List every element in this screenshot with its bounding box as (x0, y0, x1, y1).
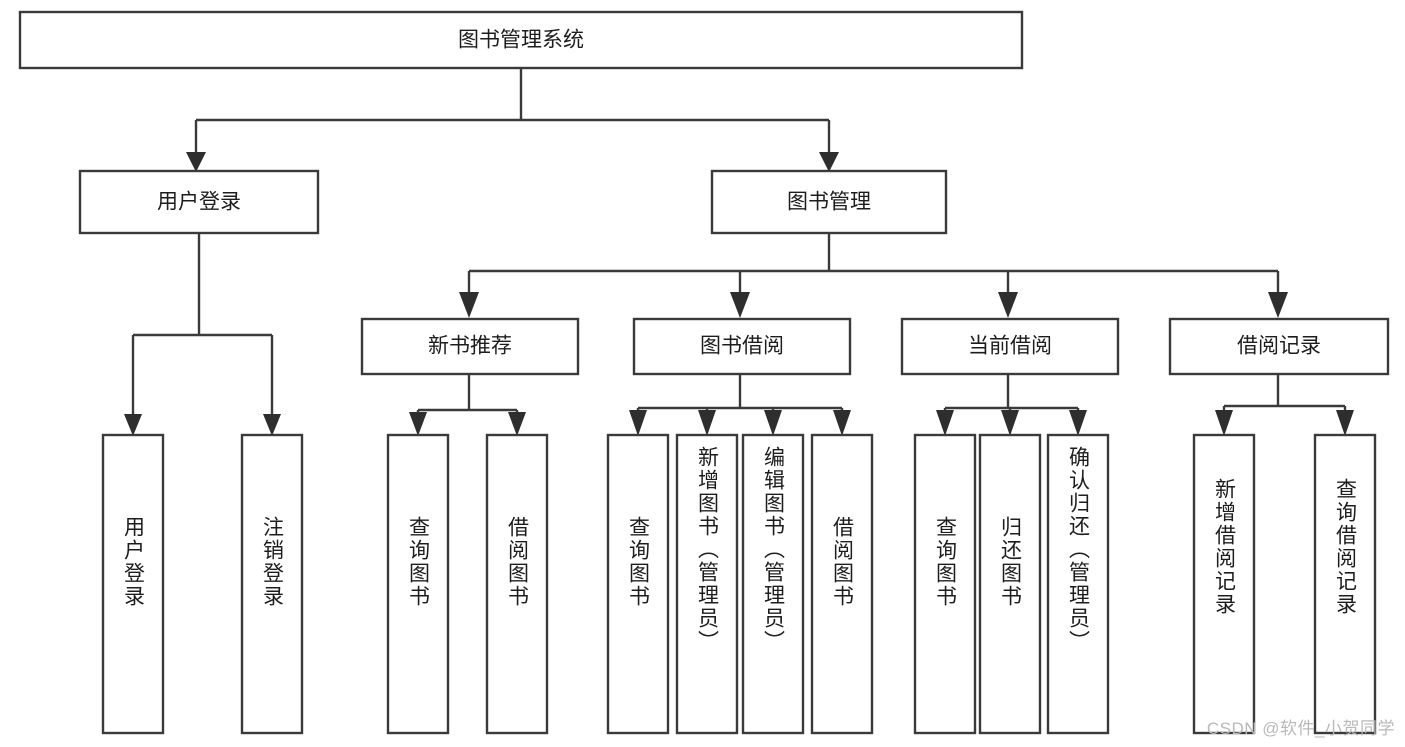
node-borrow-record-box[interactable] (1168, 317, 1390, 376)
arrowhead-user-login (186, 152, 206, 172)
node-leaf-query-borrow-record-label: 查询借阅记录 (1334, 478, 1358, 616)
node-leaf-add-borrow-record-label: 新增借阅记录 (1213, 478, 1237, 616)
arrowhead-leaf-query-books-current (936, 410, 954, 436)
node-leaf-add-borrow-record[interactable]: 新增借阅记录 (1192, 433, 1256, 735)
arrowhead-leaf-logout-login (263, 414, 281, 436)
node-user-login-box[interactable] (78, 169, 320, 235)
node-leaf-query-books-rec-box[interactable] (386, 433, 450, 735)
node-book-borrow-box[interactable] (632, 317, 852, 376)
node-root-label: 图书管理系统 (458, 29, 584, 52)
node-leaf-query-books-rec[interactable]: 查询图书 (386, 433, 450, 735)
node-leaf-add-book-admin-label: 新增图书（管理员） (696, 446, 720, 653)
node-book-borrow-label: 图书借阅 (700, 335, 784, 358)
arrowhead-book-manage (819, 152, 839, 172)
arrowhead-book-borrow (730, 292, 750, 318)
arrowhead-leaf-edit-book-admin (764, 410, 782, 436)
arrowhead-leaf-user-login (124, 414, 142, 436)
node-borrow-record-label: 借阅记录 (1237, 335, 1321, 358)
node-leaf-confirm-return-admin-label: 确认归还（管理员） (1067, 446, 1091, 653)
connectors-layer (124, 68, 1354, 436)
node-leaf-query-books-current-box[interactable] (913, 433, 977, 735)
leaf-nodes-layer: 用户登录 注销登录 查询图书 借阅图书 查询图书 新增图书（管理员） (101, 433, 1377, 735)
node-root[interactable]: 图书管理系统 (18, 10, 1024, 70)
node-leaf-borrow-books-rec-label: 借阅图书 (506, 516, 530, 608)
node-leaf-query-books-borrow-label: 查询图书 (627, 516, 651, 608)
arrowhead-leaf-borrow-books-rec (508, 412, 526, 436)
node-leaf-query-borrow-record[interactable]: 查询借阅记录 (1313, 433, 1377, 735)
node-leaf-user-login[interactable]: 用户登录 (101, 433, 165, 735)
node-borrow-record[interactable]: 借阅记录 (1168, 317, 1390, 376)
node-new-book-recommend-label: 新书推荐 (428, 335, 512, 358)
node-leaf-logout-login-box[interactable] (240, 433, 304, 735)
node-leaf-query-books-current-label: 查询图书 (934, 516, 958, 608)
arrowhead-borrow-record (1268, 292, 1288, 318)
node-leaf-add-book-admin-box[interactable] (675, 433, 739, 735)
arrowhead-leaf-add-book-admin (698, 410, 716, 436)
node-root-box[interactable] (18, 10, 1024, 70)
node-leaf-return-books[interactable]: 归还图书 (978, 433, 1042, 735)
node-book-manage-box[interactable] (710, 169, 948, 235)
node-leaf-borrow-books-box[interactable] (810, 433, 874, 735)
node-leaf-borrow-books-label: 借阅图书 (831, 516, 855, 608)
arrowhead-leaf-query-books-rec (409, 412, 427, 436)
node-leaf-logout-login-label: 注销登录 (261, 516, 285, 608)
node-leaf-confirm-return-admin[interactable]: 确认归还（管理员） (1046, 433, 1110, 735)
node-book-manage-label: 图书管理 (787, 191, 871, 214)
node-leaf-borrow-books-rec-box[interactable] (485, 433, 549, 735)
node-leaf-query-books-borrow-box[interactable] (606, 433, 670, 735)
node-leaf-edit-book-admin-box[interactable] (741, 433, 805, 735)
node-leaf-edit-book-admin-label: 编辑图书（管理员） (762, 446, 786, 653)
node-leaf-return-books-label: 归还图书 (999, 516, 1023, 608)
node-user-login[interactable]: 用户登录 (78, 169, 320, 235)
node-leaf-query-books-current[interactable]: 查询图书 (913, 433, 977, 735)
node-current-borrow-box[interactable] (900, 317, 1120, 376)
node-leaf-query-books-borrow[interactable]: 查询图书 (606, 433, 670, 735)
node-leaf-user-login-box[interactable] (101, 433, 165, 735)
node-user-login-label: 用户登录 (157, 191, 241, 214)
node-leaf-add-book-admin[interactable]: 新增图书（管理员） (675, 433, 739, 735)
arrowhead-leaf-confirm-return-admin (1069, 410, 1087, 436)
node-leaf-borrow-books[interactable]: 借阅图书 (810, 433, 874, 735)
node-book-borrow[interactable]: 图书借阅 (632, 317, 852, 376)
node-leaf-edit-book-admin[interactable]: 编辑图书（管理员） (741, 433, 805, 735)
arrowhead-leaf-add-borrow-record (1215, 410, 1233, 436)
arrowhead-leaf-query-books-borrow (629, 410, 647, 436)
node-book-manage[interactable]: 图书管理 (710, 169, 948, 235)
arrowhead-new-book-recommend (459, 292, 479, 318)
node-new-book-recommend-box[interactable] (360, 317, 580, 376)
node-leaf-confirm-return-admin-box[interactable] (1046, 433, 1110, 735)
node-leaf-logout-login[interactable]: 注销登录 (240, 433, 304, 735)
node-leaf-add-borrow-record-box[interactable] (1192, 433, 1256, 735)
node-current-borrow-label: 当前借阅 (968, 335, 1052, 358)
node-leaf-borrow-books-rec[interactable]: 借阅图书 (485, 433, 549, 735)
arrowhead-leaf-query-borrow-record (1336, 410, 1354, 436)
node-leaf-query-borrow-record-box[interactable] (1313, 433, 1377, 735)
arrowhead-leaf-return-books (1001, 410, 1019, 436)
node-new-book-recommend[interactable]: 新书推荐 (360, 317, 580, 376)
node-leaf-user-login-label: 用户登录 (122, 516, 146, 608)
arrowhead-current-borrow (998, 292, 1018, 318)
node-leaf-return-books-box[interactable] (978, 433, 1042, 735)
arrowhead-leaf-borrow-books (833, 410, 851, 436)
node-leaf-query-books-rec-label: 查询图书 (407, 516, 431, 608)
node-current-borrow[interactable]: 当前借阅 (900, 317, 1120, 376)
